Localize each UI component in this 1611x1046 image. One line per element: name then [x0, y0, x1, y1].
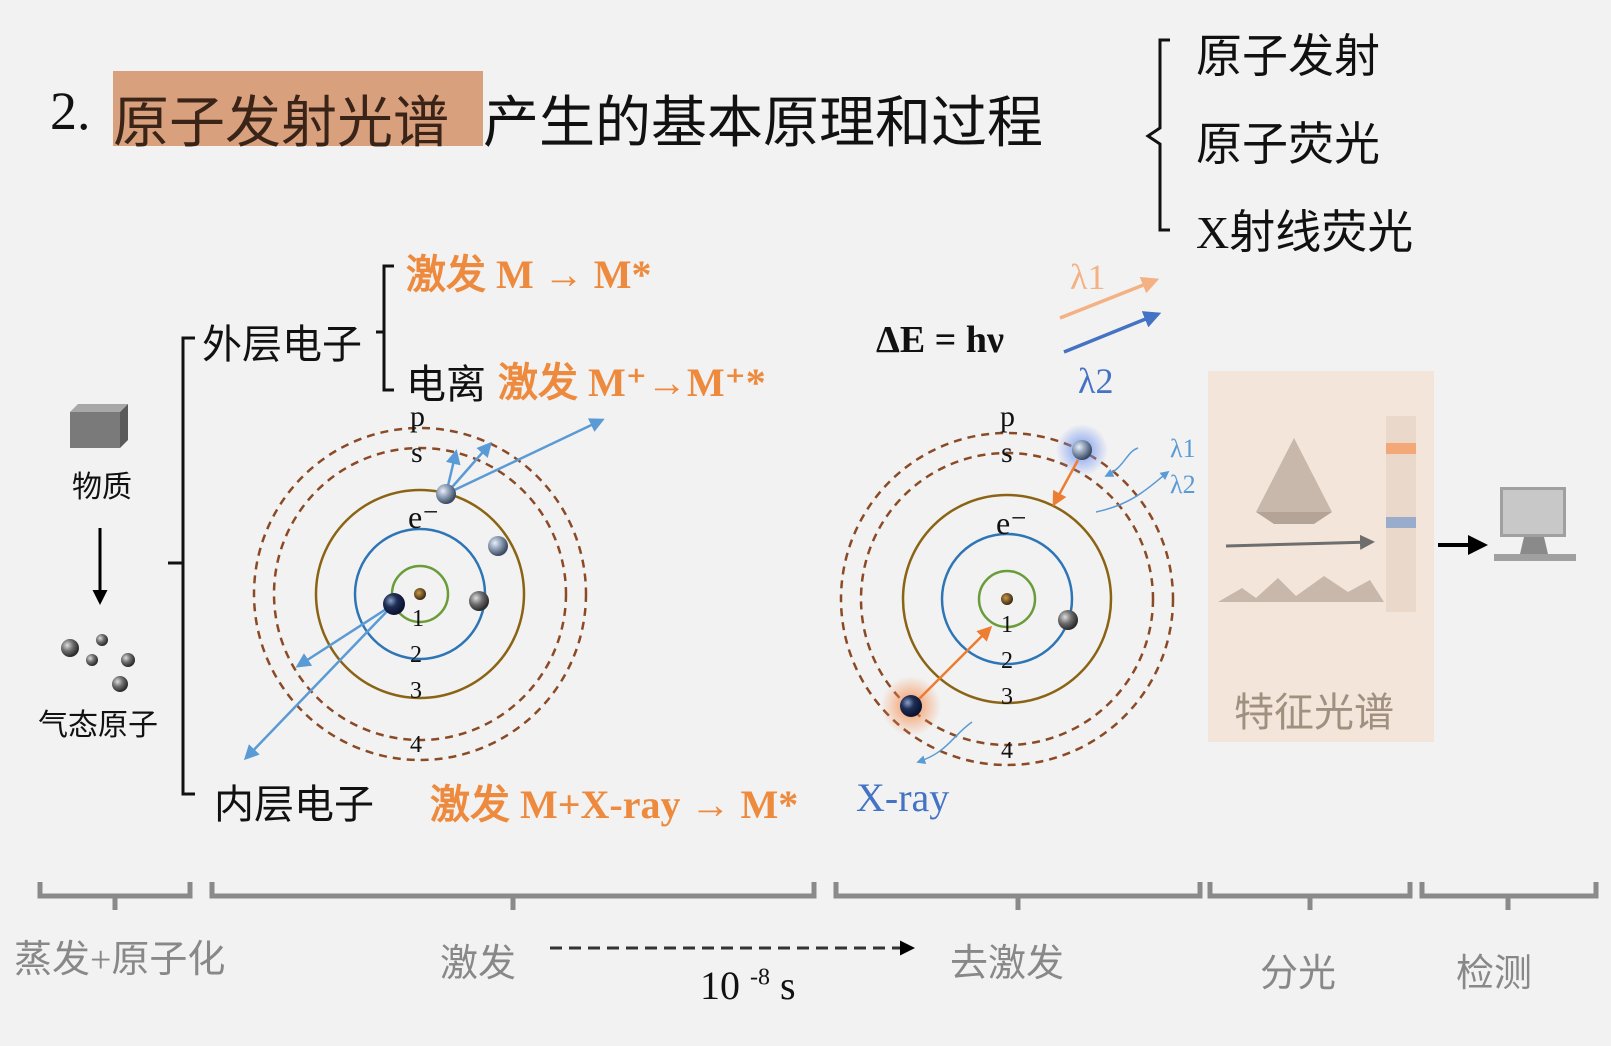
spectrum-lambda2: λ2 — [1170, 470, 1196, 499]
time-exponent: -8 — [750, 964, 770, 991]
ionize-label: 电离 — [406, 362, 486, 407]
shell-3-left: 3 — [410, 678, 422, 704]
lambda1-ray — [1059, 277, 1160, 320]
lambda2-label: λ2 — [1078, 361, 1114, 401]
orbit-s-label-right: s — [1001, 436, 1013, 469]
electron-bracket — [168, 336, 195, 796]
stage-atomize: 蒸发+原子化 — [14, 939, 226, 981]
electron-label-left: e⁻ — [408, 499, 440, 535]
shell-1-left: 1 — [412, 606, 424, 632]
orbit-s-label-left: s — [411, 436, 423, 469]
title-number: 2. — [50, 81, 91, 141]
types-brace — [1145, 38, 1170, 232]
gas-atoms-icon — [61, 634, 135, 692]
type-xray-fluorescence: X射线荧光 — [1196, 207, 1414, 258]
matter-label: 物质 — [72, 471, 132, 504]
inner-electron-label: 内层电子 — [214, 782, 374, 827]
xray-label: X-ray — [856, 775, 950, 820]
stage-deexcite: 去激发 — [950, 943, 1065, 985]
dispersion-ray — [1225, 534, 1375, 550]
matter-cube-icon — [70, 404, 128, 448]
prism-icon — [1256, 438, 1332, 524]
shell-3-right: 3 — [1001, 684, 1013, 710]
inner-excite-text: 激发 M+X-ray → M* — [430, 782, 799, 827]
computer-monitor-icon — [1494, 487, 1576, 561]
orbit-p-label-left: p — [410, 400, 425, 433]
atom-left — [243, 418, 605, 762]
atom-right — [839, 424, 1175, 767]
electron-label-right: e⁻ — [996, 505, 1028, 541]
shell-4-right: 4 — [1001, 738, 1013, 764]
shell-1-right: 1 — [1001, 612, 1013, 638]
spectrum-waveform — [1218, 576, 1384, 602]
stage-detect: 检测 — [1456, 953, 1533, 995]
outer-excite-text: 激发 M → M* — [406, 252, 652, 297]
ionize-excite-text: 激发 M⁺→M⁺* — [498, 360, 766, 405]
title-rest-text: 产生的基本原理和过程 — [483, 93, 1043, 155]
type-atomic-fluorescence: 原子荧光 — [1196, 119, 1380, 170]
time-base: 10 — [700, 963, 740, 1008]
gas-atoms-label: 气态原子 — [38, 709, 158, 742]
shell-4-left: 4 — [410, 732, 422, 758]
stage-disperse: 分光 — [1260, 953, 1337, 995]
stage-braces — [37, 882, 1599, 910]
time-label: 10 -8 s — [700, 962, 796, 1009]
spectrum-line-lambda1 — [1386, 443, 1416, 454]
shell-2-right: 2 — [1001, 648, 1013, 674]
lambda1-label: λ1 — [1070, 257, 1106, 297]
spectrum-line-lambda2 — [1386, 517, 1416, 528]
outer-electron-label: 外层电子 — [202, 322, 362, 367]
spectrum-lambda1: λ1 — [1170, 434, 1196, 463]
time-unit: s — [780, 963, 796, 1008]
type-atomic-emission: 原子发射 — [1196, 31, 1380, 82]
stage-excite: 激发 — [440, 943, 517, 985]
title-highlight-text: 原子发射光谱 — [113, 93, 449, 155]
title-highlight-box — [113, 71, 483, 146]
orbit-p-label-right: p — [1000, 400, 1015, 433]
outer-bracket — [376, 264, 394, 392]
energy-equation: ΔE = hν — [876, 319, 1004, 361]
lambda2-ray — [1063, 311, 1162, 354]
spectrum-label: 特征光谱 — [1234, 690, 1394, 735]
shell-2-left: 2 — [410, 642, 422, 668]
